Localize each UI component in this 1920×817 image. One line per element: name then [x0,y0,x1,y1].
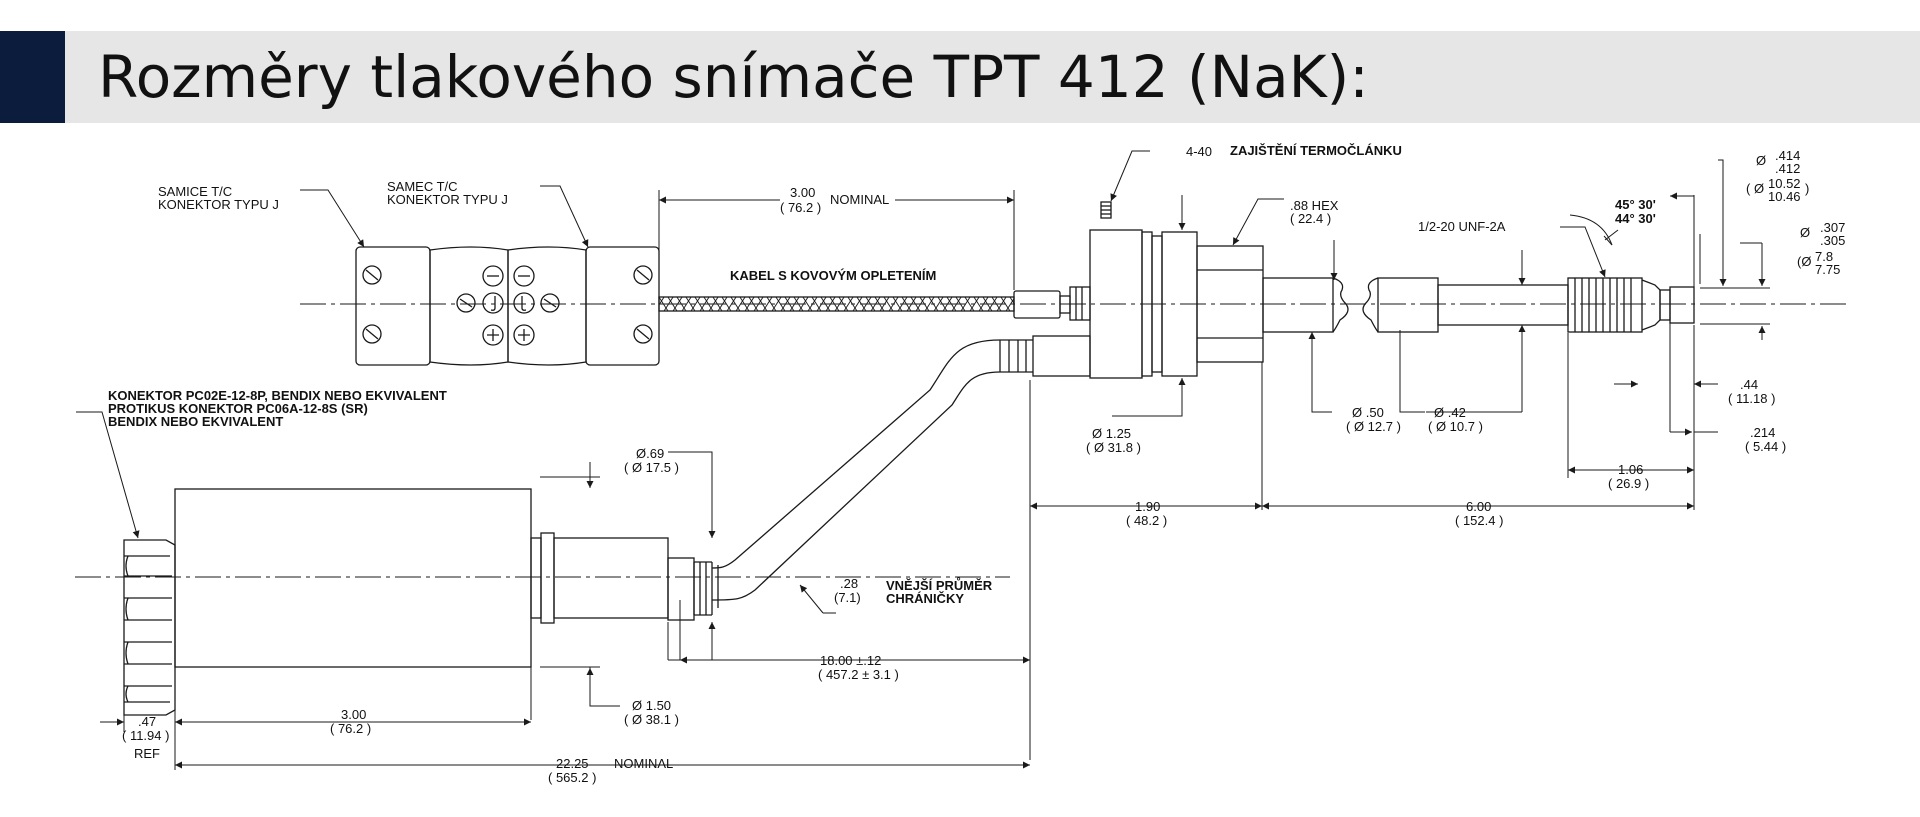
dim-hex-in: .88 HEX [1290,198,1339,213]
dim-thread: 1/2-20 UNF-2A [1418,219,1506,234]
tc-connector-body [429,246,587,366]
dim-l300-mm: ( 76.2 ) [330,721,371,736]
dim-tip-d1-mm-a: 10.52 [1768,176,1801,191]
dim-tip-d1-mm-prefix: ( Ø [1746,181,1764,196]
note-outer-diam-1: VNĚJŠÍ PRŮMĚR [886,577,993,593]
dim-l106-mm: ( 26.9 ) [1608,476,1649,491]
dim-l190-in: 1.90 [1135,499,1160,514]
dim-tip-d2-prefix: Ø [1800,225,1810,240]
dim-d150-mm: ( Ø 38.1 ) [624,712,679,727]
dim-l600-mm: ( 152.4 ) [1455,513,1503,528]
dim-tip-d1-mm-close: ) [1805,181,1809,196]
note-connector-2: PROTIKUS KONEKTOR PC06A-12-8S (SR) [108,401,368,416]
dim-tip-d2-mm-a: 7.8 [1815,249,1833,264]
transmitter-body [123,488,719,716]
note-connector-3: BENDIX NEBO EKVIVALENT [108,414,283,429]
note-female-tc-1: SAMICE T/C [158,184,232,199]
page-title: Rozměry tlakového snímače TPT 412 (NaK): [98,43,1369,111]
dim-d42-mm: ( Ø 10.7 ) [1428,419,1483,434]
dim-d42-in: Ø .42 [1434,405,1466,420]
dim-l214-mm: ( 5.44 ) [1745,439,1786,454]
dim-tip-d2-b: .305 [1820,233,1845,248]
dim-l18-in: 18.00 ±.12 [820,653,881,668]
dim-tip-d2-mm-prefix: (Ø [1797,254,1811,269]
dim-angle-2: 44° 30' [1615,211,1656,226]
dim-tip-d2-a: .307 [1820,220,1845,235]
dim-l600-in: 6.00 [1466,499,1491,514]
dim-d125-in: Ø 1.25 [1092,426,1131,441]
tc-connector-female [355,246,431,366]
note-male-tc-2: KONEKTOR TYPU J [387,192,508,207]
dim-l214-in: .214 [1750,425,1775,440]
note-male-tc-1: SAMEC T/C [387,179,458,194]
dim-d50-mm: ( Ø 12.7 ) [1346,419,1401,434]
dim-l44-mm: ( 11.18 ) [1728,391,1775,406]
dim-cable-nominal: NOMINAL [830,192,889,207]
title-accent-block [0,31,65,123]
dim-l2225-mm: ( 565.2 ) [548,770,596,785]
dim-ref: REF [134,746,160,761]
dim-l18-mm: ( 457.2 ± 3.1 ) [818,667,899,682]
protective-sheath [711,335,1091,601]
dim-screw: 4-40 [1186,144,1212,159]
dim-angle-1: 45° 30' [1615,197,1656,212]
note-braided-cable: KABEL S KOVOVÝM OPLETENÍM [730,268,936,283]
dim-hex-mm: ( 22.4 ) [1290,211,1331,226]
dim-tip-d2-mm-b: 7.75 [1815,262,1840,277]
dim-l106-in: 1.06 [1618,462,1643,477]
dim-l190-mm: ( 48.2 ) [1126,513,1167,528]
dim-l2225-nominal: NOMINAL [614,756,673,771]
title-bar: Rozměry tlakového snímače TPT 412 (NaK): [0,31,1920,123]
dim-l47-mm: ( 11.94 ) [122,728,169,743]
dim-tip-d1-a: .414 [1775,148,1800,163]
dim-d69-in: Ø.69 [636,446,664,461]
dim-l2225-in: 22.25 [556,756,589,771]
dim-d69-mm: ( Ø 17.5 ) [624,460,679,475]
dim-d150-in: Ø 1.50 [632,698,671,713]
note-outer-diam-2: CHRÁNIČKY [886,591,964,606]
dim-d28-in: .28 [840,576,858,591]
dim-d50-in: Ø .50 [1352,405,1384,420]
tc-connector-male [585,246,660,366]
dim-tip-d1-prefix: Ø [1756,153,1766,168]
dim-cable-len-mm: ( 76.2 ) [780,200,821,215]
dim-l44-in: .44 [1740,377,1758,392]
note-connector-1: KONEKTOR PC02E-12-8P, BENDIX NEBO EKVIVA… [108,388,447,403]
note-thermocouple-lock: ZAJIŠTĚNÍ TERMOČLÁNKU [1230,143,1402,158]
dim-l47-in: .47 [138,714,156,729]
dim-d125-mm: ( Ø 31.8 ) [1086,440,1141,455]
dim-tip-d1-mm-b: 10.46 [1768,189,1801,204]
dim-d28-mm: (7.1) [834,590,861,605]
note-female-tc-2: KONEKTOR TYPU J [158,197,279,212]
dim-cable-len-in: 3.00 [790,185,815,200]
dim-tip-d1-b: .412 [1775,161,1800,176]
dim-l300-in: 3.00 [341,707,366,722]
